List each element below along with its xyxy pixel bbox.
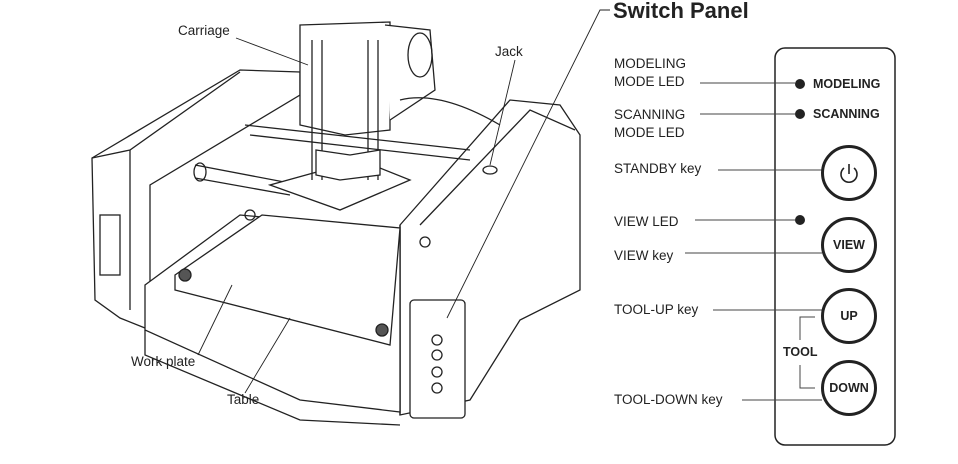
label-work-plate: Work plate (131, 354, 196, 369)
power-icon (840, 164, 858, 183)
callout-modeling-led-2: MODE LED (614, 74, 685, 89)
callout-standby-key: STANDBY key (614, 161, 702, 176)
label-table: Table (227, 392, 260, 407)
switch-panel (774, 47, 896, 446)
callout-view-key: VIEW key (614, 248, 674, 263)
callout-modeling-led-1: MODELING (614, 56, 687, 71)
panel-scanning-label: SCANNING (813, 107, 880, 121)
callout-scanning-led-1: SCANNING (614, 107, 686, 122)
modeling-led (795, 79, 805, 89)
standby-button[interactable] (821, 145, 877, 201)
panel-tool-label: TOOL (783, 345, 818, 359)
label-carriage: Carriage (178, 23, 230, 38)
view-button[interactable]: VIEW (821, 217, 877, 273)
switch-panel-small (409, 299, 466, 419)
callout-view-led: VIEW LED (614, 214, 679, 229)
callout-scanning-led-2: MODE LED (614, 125, 685, 140)
tool-up-button[interactable]: UP (821, 288, 877, 344)
work-plate (174, 214, 401, 346)
callout-tool-down-key: TOOL-DOWN key (614, 392, 723, 407)
left-housing (91, 69, 301, 331)
switch-panel-title: Switch Panel (613, 0, 749, 23)
callout-tool-up-key: TOOL-UP key (614, 302, 699, 317)
panel-modeling-label: MODELING (813, 77, 881, 91)
label-jack: Jack (495, 44, 523, 59)
carriage (299, 21, 391, 136)
scanning-led (795, 109, 805, 119)
tool-down-button[interactable]: DOWN (821, 360, 877, 416)
view-led (795, 215, 805, 225)
